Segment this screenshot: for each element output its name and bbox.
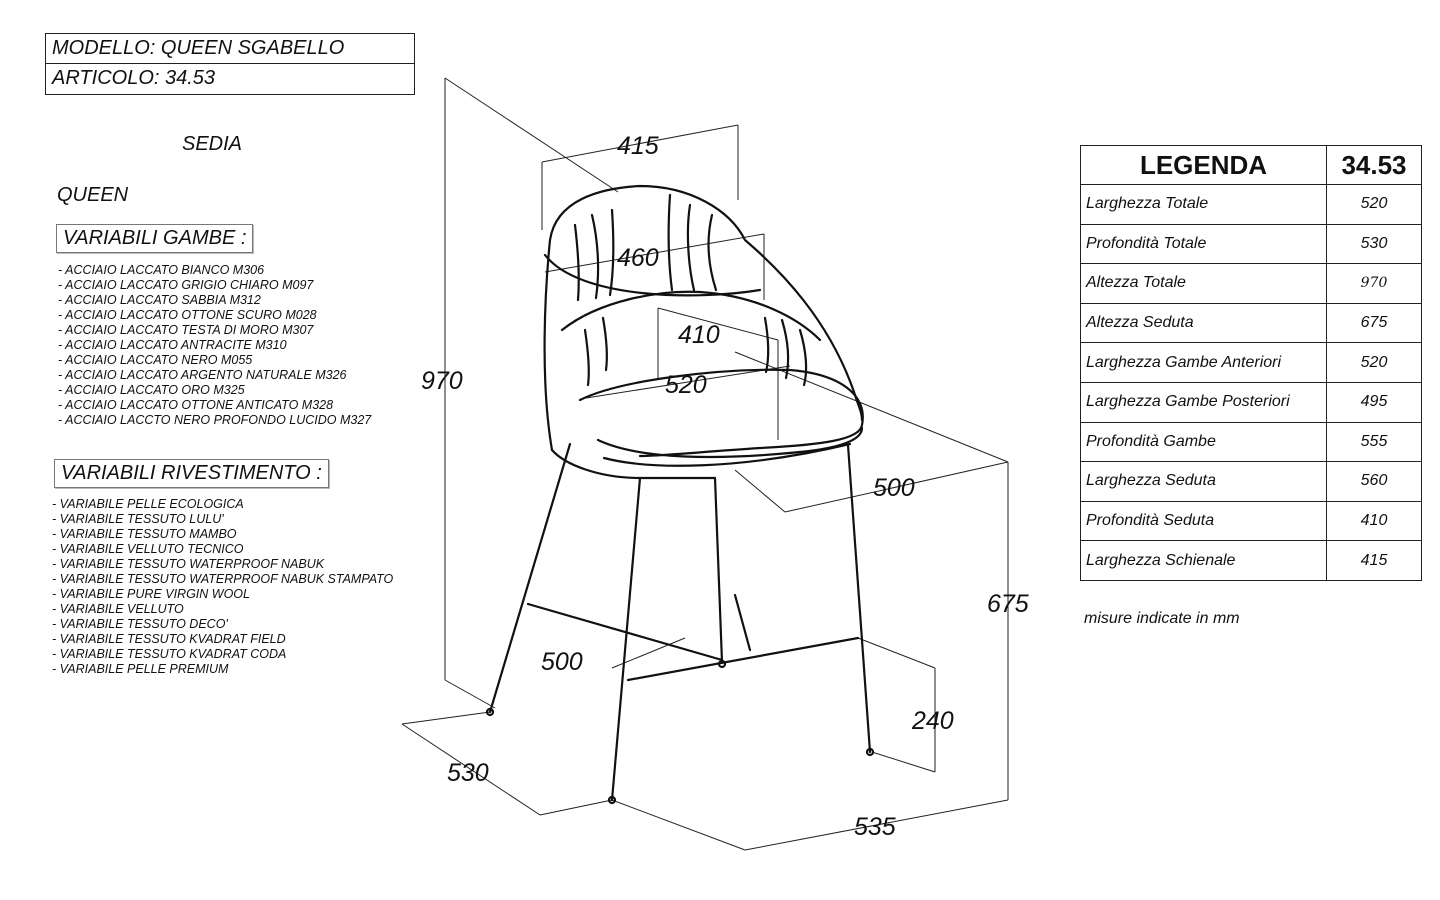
legend-value: 520	[1326, 342, 1422, 383]
list-item: - VARIABILE TESSUTO WATERPROOF NABUK STA…	[52, 572, 394, 586]
legend-label: Larghezza Gambe Posteriori	[1080, 381, 1327, 423]
legend-label: Altezza Seduta	[1080, 302, 1327, 344]
table-row: Profondità Gambe 555	[1080, 421, 1422, 463]
dim-total-depth: 530	[447, 759, 489, 787]
legend-code: 34.53	[1326, 145, 1422, 185]
legend-label: Larghezza Gambe Anteriori	[1080, 342, 1327, 383]
dim-backrest-width: 415	[617, 132, 659, 160]
list-item: - ACCIAIO LACCATO TESTA DI MORO M307	[58, 323, 314, 337]
list-item: - ACCIAIO LACCATO OTTONE ANTICATO M328	[58, 398, 334, 412]
list-item: - ACCIAIO LACCATO ORO M325	[58, 383, 245, 397]
list-item: - ACCIAIO LACCATO ARGENTO NATURALE M326	[58, 368, 347, 382]
list-item: - VARIABILE TESSUTO KVADRAT FIELD	[52, 632, 286, 646]
list-item: - ACCIAIO LACCATO NERO M055	[58, 353, 253, 367]
list-item: - ACCIAIO LACCTO NERO PROFONDO LUCIDO M3…	[58, 413, 372, 427]
table-row: Larghezza Gambe Anteriori 520	[1080, 342, 1422, 383]
article-code: ARTICOLO: 34.53	[46, 63, 414, 93]
list-item: - VARIABILE TESSUTO WATERPROOF NABUK	[52, 557, 325, 571]
dim-footrest-500: 500	[541, 648, 583, 676]
legend-value: 415	[1326, 540, 1422, 581]
legend-value: 410	[1326, 500, 1422, 542]
table-row: Profondità Seduta 410	[1080, 500, 1422, 542]
table-row: Larghezza Seduta 560	[1080, 461, 1422, 502]
dim-seat-520: 520	[665, 371, 707, 399]
list-item: - ACCIAIO LACCATO GRIGIO CHIARO M097	[58, 278, 314, 292]
legend-title: LEGENDA	[1080, 145, 1327, 185]
product-label: QUEEN	[57, 184, 129, 206]
legend-label: Larghezza Totale	[1080, 184, 1327, 225]
legend-label: Profondità Gambe	[1080, 421, 1327, 463]
units-note: misure indicate in mm	[1084, 610, 1240, 627]
legend-value: 530	[1326, 223, 1422, 265]
legend-value: 520	[1326, 184, 1422, 225]
list-item: - ACCIAIO LACCATO OTTONE SCURO M028	[58, 308, 317, 322]
table-row: Profondità Totale 530	[1080, 223, 1422, 265]
list-item: - ACCIAIO LACCATO SABBIA M312	[58, 293, 261, 307]
legend-label: Altezza Totale	[1080, 263, 1327, 304]
dim-410: 410	[678, 321, 720, 349]
dim-seat-depth-500: 500	[873, 474, 915, 502]
legend-table: LEGENDA 34.53 Larghezza Totale 520 Profo…	[1080, 145, 1422, 581]
list-item: - VARIABILE VELLUTO	[52, 602, 184, 616]
legend-header: LEGENDA 34.53	[1080, 145, 1422, 185]
upholstery-variants-list: - VARIABILE PELLE ECOLOGICA - VARIABILE …	[52, 497, 393, 677]
list-item: - VARIABILE PURE VIRGIN WOOL	[52, 587, 250, 601]
list-item: - VARIABILE TESSUTO LULU'	[52, 512, 224, 526]
table-row: Larghezza Totale 520	[1080, 184, 1422, 225]
category-label: SEDIA	[182, 133, 243, 155]
dimension-labels: 415 460 410 520 970 500 675 500 240 530 …	[421, 132, 1029, 841]
dim-535: 535	[854, 813, 896, 841]
list-item: - VARIABILE TESSUTO DECO'	[52, 617, 228, 631]
legend-value: 560	[1326, 461, 1422, 502]
dim-total-height: 970	[421, 367, 463, 395]
table-row: Altezza Totale 970	[1080, 263, 1422, 304]
legs-variants-list: - ACCIAIO LACCATO BIANCO M306 - ACCIAIO …	[58, 263, 371, 428]
legend-label: Profondità Totale	[1080, 223, 1327, 265]
legs-variants-title: VARIABILI GAMBE :	[56, 224, 254, 253]
upholstery-variants-title: VARIABILI RIVESTIMENTO :	[54, 459, 329, 488]
legend-label: Larghezza Schienale	[1080, 540, 1327, 581]
dim-footrest-height: 240	[911, 707, 954, 735]
legend-value: 970	[1326, 263, 1422, 304]
list-item: - VARIABILE PELLE ECOLOGICA	[52, 497, 244, 511]
table-row: Larghezza Gambe Posteriori 495	[1080, 381, 1422, 423]
legend-label: Larghezza Seduta	[1080, 461, 1327, 502]
legend-label: Profondità Seduta	[1080, 500, 1327, 542]
list-item: - VARIABILE TESSUTO MAMBO	[52, 527, 237, 541]
list-item: - ACCIAIO LACCATO BIANCO M306	[58, 263, 265, 277]
dim-460: 460	[617, 244, 659, 272]
list-item: - VARIABILE PELLE PREMIUM	[52, 662, 229, 676]
table-row: Altezza Seduta 675	[1080, 302, 1422, 344]
dim-seat-height: 675	[987, 590, 1029, 618]
list-item: - ACCIAIO LACCATO ANTRACITE M310	[58, 338, 287, 352]
title-block: MODELLO: QUEEN SGABELLO ARTICOLO: 34.53	[45, 33, 415, 95]
list-item: - VARIABILE TESSUTO KVADRAT CODA	[52, 647, 287, 661]
legend-value: 555	[1326, 421, 1422, 463]
legend-value: 675	[1326, 302, 1422, 344]
legend-value: 495	[1326, 381, 1422, 423]
stool-outline	[485, 184, 875, 805]
model-name: MODELLO: QUEEN SGABELLO	[52, 37, 345, 59]
table-row: Larghezza Schienale 415	[1080, 540, 1422, 581]
list-item: - VARIABILE VELLUTO TECNICO	[52, 542, 244, 556]
